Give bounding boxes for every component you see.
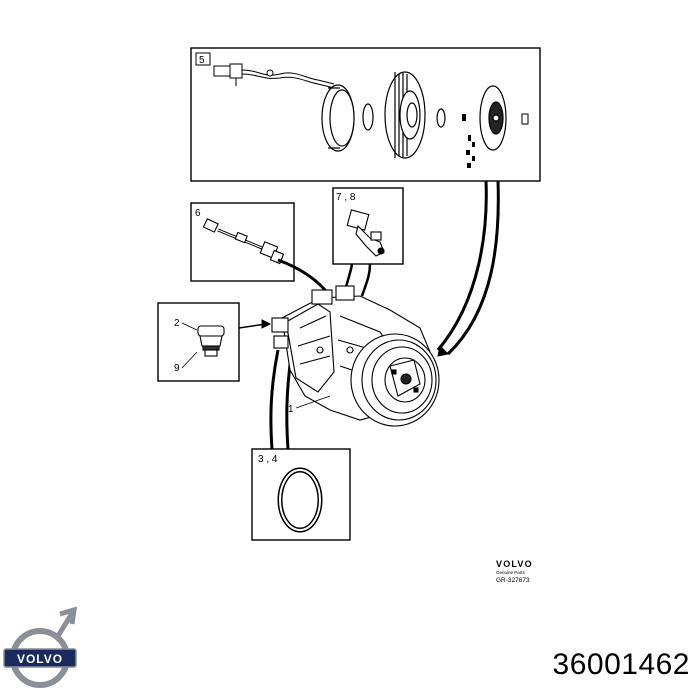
clutch-wire-connector bbox=[213, 63, 335, 89]
callout-2: 2 bbox=[174, 318, 180, 329]
callout-6: 6 bbox=[195, 208, 201, 219]
clutch-plate bbox=[479, 85, 507, 151]
callout-5: 5 bbox=[199, 55, 205, 66]
callout-3-4: 3 , 4 bbox=[258, 454, 278, 465]
center-bolt bbox=[521, 113, 529, 125]
callout-7-8: 7 , 8 bbox=[336, 192, 356, 203]
box-5-clutch-assembly: 5 bbox=[190, 47, 541, 182]
brand-block: VOLVO Genuine Parts GR-327673 bbox=[496, 559, 533, 584]
snap-ring bbox=[362, 103, 374, 131]
logo-wordmark: VOLVO bbox=[17, 652, 63, 666]
pulley bbox=[384, 71, 426, 159]
ac-compressor bbox=[271, 285, 440, 427]
brand-subtitle: Genuine Parts bbox=[496, 570, 526, 575]
callout-9: 9 bbox=[174, 363, 180, 374]
box-2-9-pressure-switch: 2 9 bbox=[157, 302, 240, 382]
callout-1: 1 bbox=[288, 404, 294, 415]
shaft-key bbox=[462, 114, 466, 121]
shim-washers bbox=[466, 135, 475, 168]
retaining-ring bbox=[436, 108, 446, 128]
brand-reference: GR-327673 bbox=[496, 577, 530, 584]
box-6-harness: 6 bbox=[190, 202, 295, 282]
clutch-coil bbox=[321, 84, 355, 152]
volvo-logo: VOLVO bbox=[3, 606, 78, 688]
brand-wordmark: VOLVO bbox=[496, 559, 533, 569]
box-3-4-o-ring: 3 , 4 bbox=[251, 448, 351, 541]
part-number: 36001462 bbox=[552, 648, 690, 681]
box-7-8-sensor: 7 , 8 bbox=[332, 187, 404, 265]
